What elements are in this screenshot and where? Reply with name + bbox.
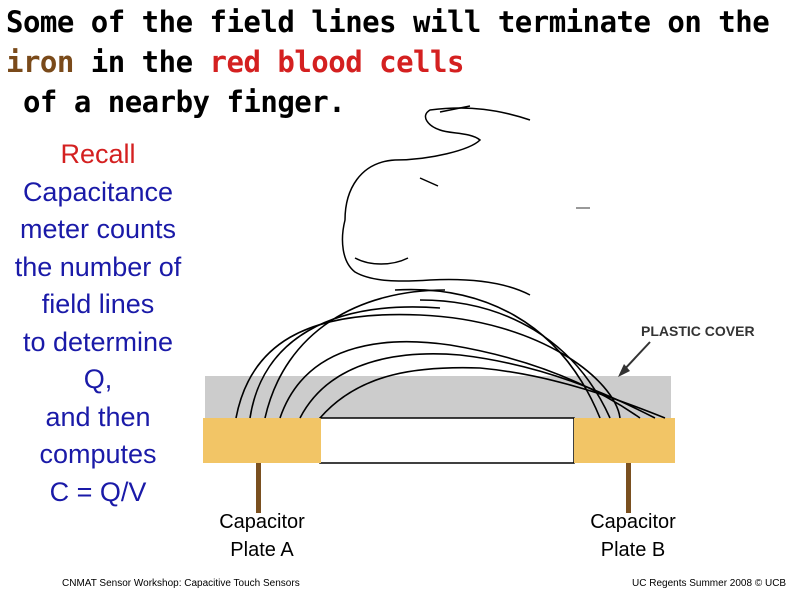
title-text-finger: of a nearby finger. <box>6 85 346 119</box>
field-line <box>299 353 656 419</box>
recall-line: Q, <box>83 364 113 394</box>
slide-title: Some of the field lines will terminate o… <box>6 2 796 122</box>
field-line <box>319 366 666 419</box>
finger-crease <box>419 177 439 187</box>
recall-line: meter counts <box>19 214 177 244</box>
recall-line: Recall <box>60 139 136 169</box>
fingernail-edge <box>354 257 409 265</box>
capacitor-plate-b <box>574 418 675 463</box>
title-text-in-the: in the <box>73 45 210 79</box>
plate-a-label: Capacitor Plate A <box>182 508 342 564</box>
recall-note: Recall Capacitance meter counts the numb… <box>0 136 196 511</box>
recall-line: to determine <box>22 326 174 357</box>
plate-b-label: Capacitor Plate B <box>553 508 713 564</box>
finger-shadow-mark <box>576 207 590 209</box>
field-line <box>249 306 441 419</box>
plate-a-lead <box>256 463 261 513</box>
arrow-head-icon <box>618 364 630 377</box>
recall-line: field lines <box>41 289 155 319</box>
field-line <box>394 288 601 419</box>
recall-line: and then <box>45 401 151 432</box>
finger <box>341 105 531 296</box>
title-red-blood-cells: red blood cells <box>209 45 465 79</box>
finger-crease <box>439 105 471 113</box>
footer-right: UC Regents Summer 2008 © UCB <box>632 578 787 589</box>
plate-gap <box>319 417 575 464</box>
recall-line: C = Q/V <box>49 476 147 507</box>
field-line <box>264 289 446 419</box>
footer-left: CNMAT Sensor Workshop: Capacitive Touch … <box>62 578 300 589</box>
plastic-cover-label: PLASTIC COVER <box>641 323 755 339</box>
field-lines <box>235 288 666 419</box>
plate-a-label-line-1: Capacitor <box>219 511 305 533</box>
field-line <box>419 299 611 419</box>
finger-outline <box>341 107 531 296</box>
title-line-1: Some of the field lines will terminate o… <box>6 5 770 39</box>
plate-b-label-line-2: Plate B <box>600 539 666 561</box>
recall-line: computes <box>39 439 157 469</box>
field-line <box>235 313 621 419</box>
plate-a-label-line-2: Plate A <box>230 539 294 561</box>
recall-line: the number of <box>14 251 182 282</box>
plastic-cover-arrow <box>621 341 651 373</box>
plate-b-label-line-1: Capacitor <box>590 511 676 533</box>
plastic-cover <box>205 376 671 418</box>
capacitor-plate-a <box>203 418 321 463</box>
plate-b-lead <box>626 463 631 513</box>
recall-line: Capacitance <box>22 176 174 207</box>
title-word-iron: iron <box>6 45 74 79</box>
